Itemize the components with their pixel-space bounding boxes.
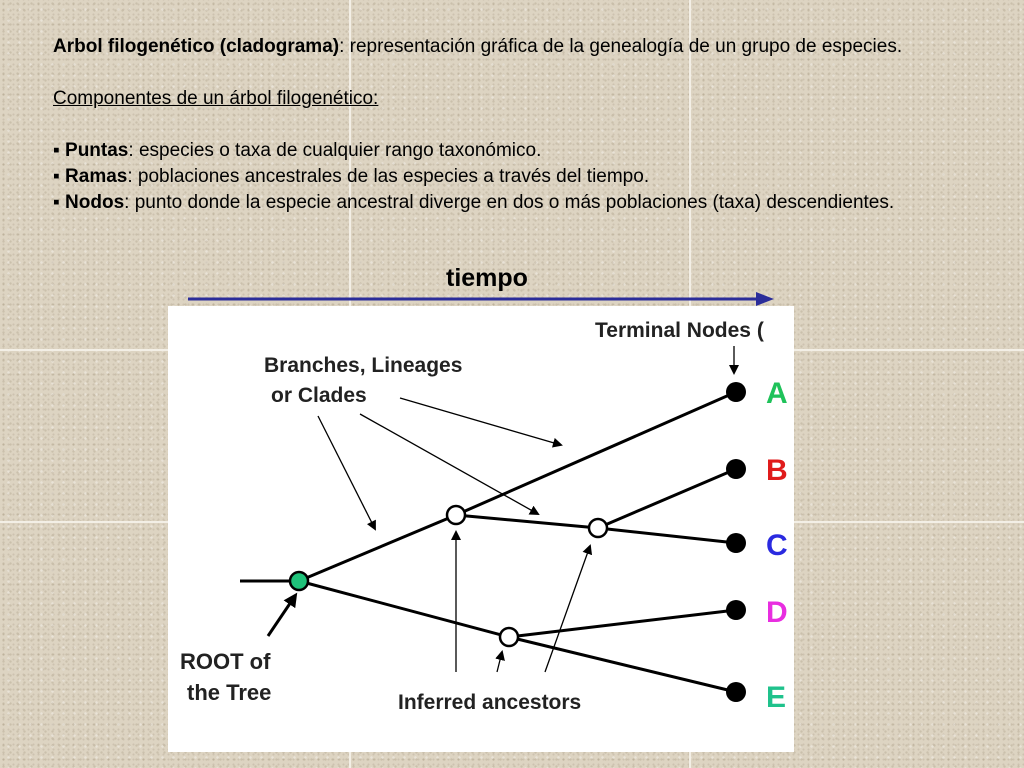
taxon-label-A: A [766, 377, 788, 410]
component-text: : poblaciones ancestrales de las especie… [127, 166, 650, 187]
arrow-root [266, 592, 298, 637]
cladogram-diagram: Terminal Nodes ( Branches, Lineages or C… [180, 319, 788, 714]
component-term: Ramas [65, 166, 128, 187]
components-heading: Componentes de un árbol filogenético: [53, 88, 379, 109]
ancestor-node-2 [587, 517, 609, 539]
arrow-clade-3 [317, 415, 376, 531]
bullet-icon: ▪ [53, 166, 60, 187]
branches-label-line2: or Clades [271, 384, 367, 407]
terminal-node-C [726, 533, 746, 553]
branch-to-C [597, 526, 737, 545]
arrow-ancestor-2 [544, 544, 593, 673]
definition-term: Arbol filogenético (cladograma) [53, 36, 340, 57]
branches-label-line1: Branches, Lineages [264, 354, 462, 377]
timeline-arrow-icon [188, 292, 774, 306]
component-text: : especies o taxa de cualquier rango tax… [128, 140, 542, 161]
arrow-clade-2 [359, 413, 540, 515]
component-term: Puntas [65, 140, 129, 161]
annotation-arrows [317, 346, 739, 673]
bullet-icon: ▪ [53, 192, 60, 213]
branch-ancestor1-to-ancestor2 [455, 513, 599, 530]
definition-text: : representación gráfica de la genealogí… [339, 36, 903, 57]
root-node [288, 570, 310, 592]
timeline-label: tiempo [446, 264, 528, 292]
taxon-label-D: D [766, 596, 788, 629]
component-term: Nodos [65, 192, 125, 213]
branch-to-E [508, 635, 737, 694]
terminal-node-D [726, 600, 746, 620]
component-ramas: ▪ Ramas: poblaciones ancestrales de las … [53, 164, 983, 190]
slide-text: Arbol filogenético (cladograma): represe… [53, 34, 983, 216]
root-label-line2: the Tree [187, 680, 271, 705]
taxon-label-E: E [766, 681, 786, 714]
cladogram-panel: Terminal Nodes ( Branches, Lineages or C… [168, 306, 794, 752]
component-text: : punto donde la especie ancestral diver… [124, 192, 895, 213]
component-puntas: ▪ Puntas: especies o taxa de cualquier r… [53, 138, 983, 164]
branch-to-D [508, 608, 737, 639]
branch-to-B [597, 467, 737, 530]
ancestor-node-1 [445, 504, 467, 526]
taxon-label-B: B [766, 454, 788, 487]
definition-paragraph: Arbol filogenético (cladograma): represe… [53, 34, 983, 60]
branch-root-to-ancestor1 [298, 513, 457, 583]
terminal-nodes-label: Terminal Nodes ( [595, 319, 764, 342]
branch-to-A [455, 390, 737, 517]
arrow-clade-1 [399, 397, 563, 448]
arrow-ancestor-3 [495, 650, 505, 673]
root-label-line1: ROOT of [180, 649, 271, 674]
terminal-node-B [726, 459, 746, 479]
branch-root-to-ancestor3 [298, 579, 510, 639]
inferred-ancestors-label: Inferred ancestors [398, 691, 581, 714]
bullet-icon: ▪ [53, 140, 60, 161]
terminal-node-E [726, 682, 746, 702]
tree-branches [240, 390, 737, 694]
taxon-label-C: C [766, 529, 788, 562]
ancestor-node-3 [498, 626, 520, 648]
component-nodos: ▪ Nodos: punto donde la especie ancestra… [53, 190, 983, 216]
terminal-node-A [726, 382, 746, 402]
